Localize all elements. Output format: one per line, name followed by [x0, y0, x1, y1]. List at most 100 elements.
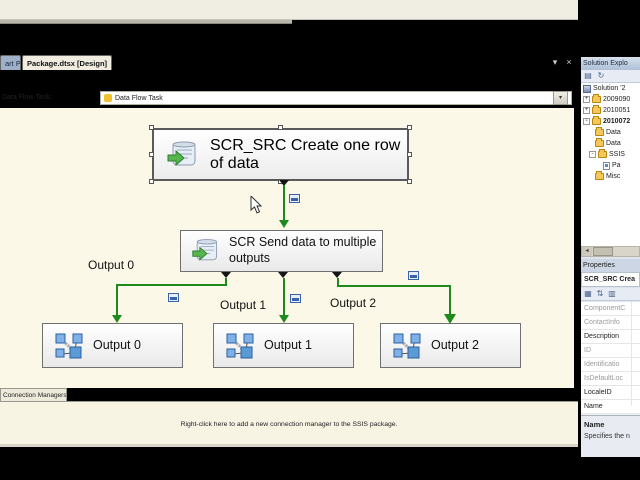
properties-header[interactable]: Properties [581, 259, 640, 272]
horizontal-scrollbar[interactable]: ◂ [581, 246, 640, 257]
package-file-icon [603, 161, 610, 170]
property-row[interactable]: ContactInfo [581, 316, 640, 330]
data-flow-design-surface[interactable]: SCR_SRC Create one row of data [0, 108, 574, 388]
path-output0[interactable] [116, 284, 227, 286]
connection-managers-panel[interactable]: Right-click here to add a new connection… [0, 401, 578, 444]
output-pin[interactable] [279, 180, 289, 186]
refresh-icon[interactable]: ↻ [597, 71, 605, 80]
property-row[interactable]: Identificatio [581, 358, 640, 372]
property-row[interactable]: ID [581, 344, 640, 358]
tree-item-folder[interactable]: Data [581, 127, 640, 138]
solution-explorer-toolbar: ▤ ↻ [581, 70, 640, 83]
help-text: Specifies the n [584, 433, 630, 440]
selection-handle[interactable] [407, 152, 412, 157]
tree-item-project[interactable]: 2010051 [581, 105, 640, 116]
tree-item-ssis-folder[interactable]: SSIS [581, 149, 640, 160]
selection-handle[interactable] [149, 179, 154, 184]
selection-handle[interactable] [407, 125, 412, 130]
data-flow-task-icon [104, 94, 112, 102]
tree-item-package[interactable]: Pa [581, 160, 640, 171]
task-selector-label: Data Flow Task: [2, 94, 52, 101]
path-output0[interactable] [225, 278, 227, 286]
property-pages-icon[interactable]: ▥ [608, 289, 616, 298]
properties-icon[interactable]: ▤ [584, 71, 592, 80]
path-annotation-icon[interactable] [168, 293, 179, 302]
node-label: Output 0 [93, 337, 141, 352]
output-pin[interactable] [221, 272, 231, 278]
help-title: Name [584, 420, 605, 429]
alphabetical-icon[interactable]: ⇅ [596, 289, 604, 298]
collapse-icon[interactable] [583, 118, 590, 125]
path-output2[interactable] [337, 285, 451, 287]
property-row[interactable]: IsDefaultLoc [581, 372, 640, 386]
path-output1[interactable] [283, 278, 285, 316]
solution-explorer-header[interactable]: Solution Explo [581, 57, 640, 70]
categorized-icon[interactable]: ▦ [584, 289, 592, 298]
tab-start-page[interactable]: art Page [0, 55, 21, 70]
document-list-dropdown-icon[interactable]: ▾ [552, 57, 558, 67]
node-label: SCR Send data to multiple outputs [229, 235, 377, 265]
properties-toolbar: ▦ ⇅ ▥ [581, 288, 640, 301]
expand-icon[interactable] [583, 107, 590, 114]
union-all-icon [226, 333, 254, 358]
properties-grid: ComponentC ContactInfo Description ID Id… [581, 302, 640, 421]
path-output2[interactable] [449, 285, 451, 316]
folder-icon [595, 138, 604, 147]
task-selector-value: Data Flow Task [115, 94, 163, 102]
path-annotation-icon[interactable] [289, 194, 300, 203]
scroll-left-icon[interactable]: ◂ [582, 247, 592, 256]
path-annotation-icon[interactable] [408, 271, 419, 280]
node-scr-multicast[interactable]: SCR Send data to multiple outputs [180, 230, 383, 272]
folder-icon [595, 127, 604, 136]
property-row-selected[interactable]: Name [581, 400, 640, 414]
selection-handle[interactable] [149, 125, 154, 130]
node-scr-src[interactable]: SCR_SRC Create one row of data [152, 128, 409, 181]
selection-handle[interactable] [149, 152, 154, 157]
connection-managers-tab[interactable]: Connection Managers [0, 388, 67, 401]
task-selector-combo[interactable]: Data Flow Task ▾ [100, 91, 572, 105]
tree-item-solution[interactable]: Solution '2 [581, 83, 640, 94]
folder-icon [592, 116, 601, 125]
properties-object-combo[interactable]: SCR_SRC Crea [581, 272, 640, 287]
path-output0[interactable] [116, 284, 118, 316]
node-label: SCR_SRC Create one row of data [210, 136, 401, 172]
solution-explorer-tree: Solution '2 2009090 2010051 2010072 Data [581, 83, 640, 246]
node-output2[interactable]: Output 2 [380, 323, 521, 368]
selection-handle[interactable] [407, 179, 412, 184]
folder-icon [592, 105, 601, 114]
property-row[interactable]: ComponentC [581, 302, 640, 316]
node-output0[interactable]: Output 0 [42, 323, 183, 368]
node-label: Output 1 [264, 337, 312, 352]
window-bottom-edge [0, 444, 578, 447]
path-output2[interactable] [337, 278, 339, 287]
script-component-icon [192, 239, 218, 261]
folder-icon [595, 171, 604, 180]
path-label-output0: Output 0 [88, 258, 135, 272]
task-selector-dropdown-icon[interactable]: ▾ [553, 91, 568, 105]
tree-item-folder[interactable]: Data [581, 138, 640, 149]
union-all-icon [55, 333, 83, 358]
property-row[interactable]: Description [581, 330, 640, 344]
expand-icon[interactable] [583, 96, 590, 103]
path-annotation-icon[interactable] [290, 294, 301, 303]
path-arrowhead [444, 314, 456, 324]
path-arrowhead [279, 315, 289, 323]
close-document-icon[interactable]: × [566, 57, 572, 67]
node-source-selection: SCR_SRC Create one row of data [149, 125, 412, 184]
node-output1[interactable]: Output 1 [213, 323, 354, 368]
solution-icon [583, 84, 591, 93]
tab-package-dtsx[interactable]: Package.dtsx [Design] [22, 55, 113, 70]
script-component-icon [167, 141, 196, 166]
collapse-icon[interactable] [589, 151, 596, 158]
tree-item-project[interactable]: 2009090 [581, 94, 640, 105]
tree-item-project-active[interactable]: 2010072 [581, 116, 640, 127]
tree-item-folder[interactable]: Misc [581, 171, 640, 182]
property-row[interactable]: LocaleID [581, 386, 640, 400]
output-pin[interactable] [332, 272, 342, 278]
output-pin[interactable] [278, 272, 288, 278]
path-source-to-multicast[interactable] [283, 185, 285, 221]
folder-icon [598, 149, 607, 158]
selection-handle[interactable] [278, 125, 283, 130]
scrollbar-thumb[interactable] [593, 247, 613, 256]
